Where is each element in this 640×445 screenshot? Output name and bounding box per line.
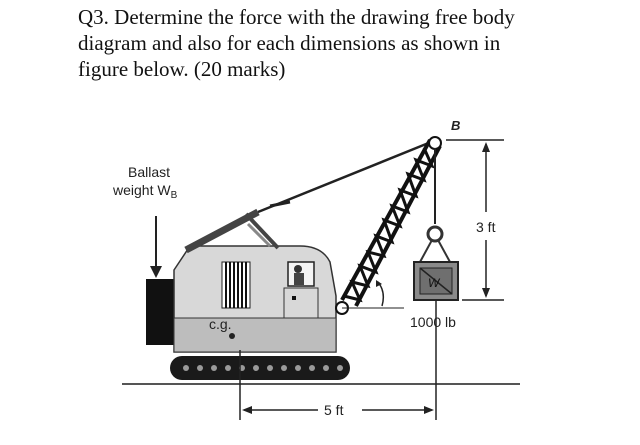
ballast-label-main: weight W bbox=[112, 182, 171, 198]
cab-badge bbox=[292, 296, 296, 300]
crawler-track bbox=[170, 356, 350, 380]
hook-ring bbox=[426, 225, 444, 243]
gantry-strut-3 bbox=[246, 222, 272, 248]
gantry-top-link bbox=[269, 200, 291, 208]
dim-5ft-arrow-left bbox=[242, 406, 252, 414]
question-line-2: diagram and also for each dimensions as … bbox=[78, 31, 501, 55]
counterweight-block bbox=[146, 279, 174, 345]
pendant-cable bbox=[257, 138, 437, 214]
ballast-arrowhead bbox=[150, 266, 162, 278]
cab-lower-band bbox=[173, 317, 337, 353]
ballast-label-line1: Ballast bbox=[128, 164, 170, 180]
ballast-label-line2: weight WB bbox=[112, 182, 178, 201]
load-weight-label: 1000 lb bbox=[410, 314, 456, 330]
question-line-3: figure below. (20 marks) bbox=[78, 57, 286, 81]
boom-tip-label: B bbox=[451, 118, 460, 133]
sling-left bbox=[419, 239, 433, 263]
operator-head bbox=[294, 265, 302, 273]
sling-right bbox=[437, 239, 451, 263]
question-line-1: Q3. Determine the force with the drawing… bbox=[78, 5, 515, 29]
cg-label: c.g. bbox=[209, 316, 232, 332]
lattice-boom bbox=[340, 139, 442, 307]
dim-5ft-arrow-right bbox=[424, 406, 434, 414]
dim-3ft-arrow-top bbox=[482, 142, 490, 152]
load-box-label: W bbox=[428, 276, 441, 290]
dim-5ft-label: 5 ft bbox=[324, 402, 344, 418]
load-crate-brace bbox=[419, 267, 453, 295]
gantry-strut-1 bbox=[184, 208, 260, 254]
operator-body bbox=[294, 273, 304, 285]
boom-angle-arrowhead bbox=[376, 280, 382, 287]
cab-door bbox=[283, 287, 319, 319]
question-text: Q3. Determine the force with the drawing… bbox=[78, 4, 598, 82]
cg-marker bbox=[229, 333, 235, 339]
ballast-label-sub: B bbox=[171, 190, 178, 201]
gantry-strut-2 bbox=[244, 212, 280, 250]
dim-3ft-arrow-bottom bbox=[482, 288, 490, 298]
dim-3ft-label: 3 ft bbox=[476, 219, 496, 235]
boom-tip-sheave bbox=[428, 136, 442, 150]
engine-grille bbox=[221, 261, 251, 309]
